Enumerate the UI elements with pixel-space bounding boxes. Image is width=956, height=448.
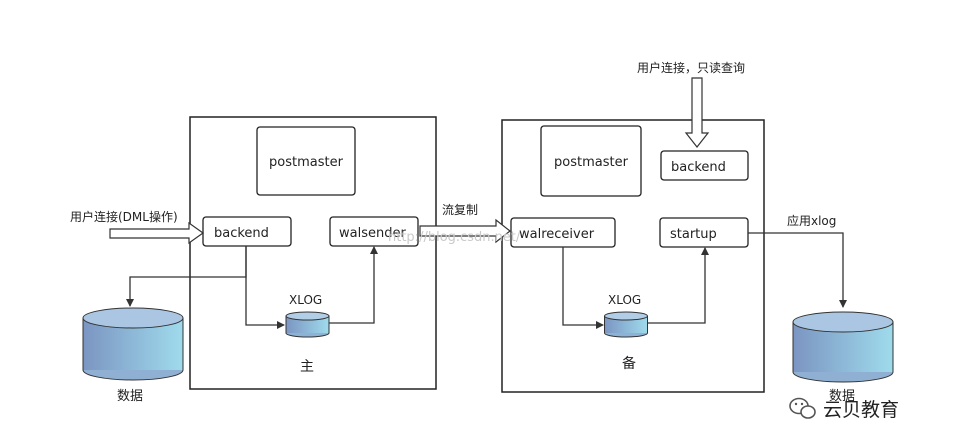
- standby-backend-box: [660, 150, 749, 181]
- wechat-icon: [789, 397, 816, 419]
- watermark-text: http://blog.csdn.net/: [388, 230, 521, 245]
- xlog-to-startup-line: [648, 247, 709, 324]
- primary-database-label: 数据: [117, 389, 143, 404]
- standby-server-box: [501, 119, 765, 393]
- xlog-to-walsender-line: [329, 246, 378, 324]
- standby-postmaster-label: postmaster: [554, 155, 629, 170]
- startup-label: startup: [670, 227, 717, 242]
- primary-backend-label: backend: [214, 226, 269, 241]
- walsender-label: walsender: [339, 226, 406, 241]
- walreceiver-to-xlog-line: [562, 247, 604, 329]
- backend-to-xlog-line: [245, 246, 285, 329]
- standby-postmaster-box: [540, 125, 642, 197]
- brand-name: 云贝教育: [823, 399, 899, 421]
- standby-xlog-cylinder: [604, 311, 648, 338]
- primary-user-connection-arrow: [109, 221, 205, 245]
- standby-user-connection-label: 用户连接，只读查询: [637, 60, 745, 75]
- primary-database-cylinder: [82, 307, 184, 381]
- standby-label: 备: [622, 355, 636, 372]
- backend-to-db-line: [126, 246, 247, 307]
- primary-backend-box: [202, 216, 292, 247]
- standby-database-label: 数据: [829, 389, 855, 404]
- primary-xlog-cylinder: [285, 311, 330, 338]
- standby-backend-label: backend: [671, 160, 726, 175]
- apply-xlog-label: 应用xlog: [787, 213, 836, 228]
- primary-user-connection-label: 用户连接(DML操作): [70, 209, 178, 224]
- primary-server-box: [189, 116, 437, 390]
- standby-user-connection-arrow: [684, 77, 710, 148]
- primary-postmaster-box: [256, 126, 356, 196]
- replication-arrow: [419, 218, 511, 244]
- brand-logo: 云贝教育: [789, 397, 899, 421]
- startup-to-db-line: [748, 232, 847, 308]
- replication-label: 流复制: [442, 203, 478, 217]
- walreceiver-label: walreceiver: [519, 227, 595, 242]
- standby-database-cylinder: [792, 311, 894, 383]
- primary-label: 主: [300, 359, 314, 375]
- standby-xlog-label: XLOG: [608, 293, 641, 307]
- primary-xlog-label: XLOG: [289, 293, 322, 307]
- primary-postmaster-label: postmaster: [269, 155, 344, 170]
